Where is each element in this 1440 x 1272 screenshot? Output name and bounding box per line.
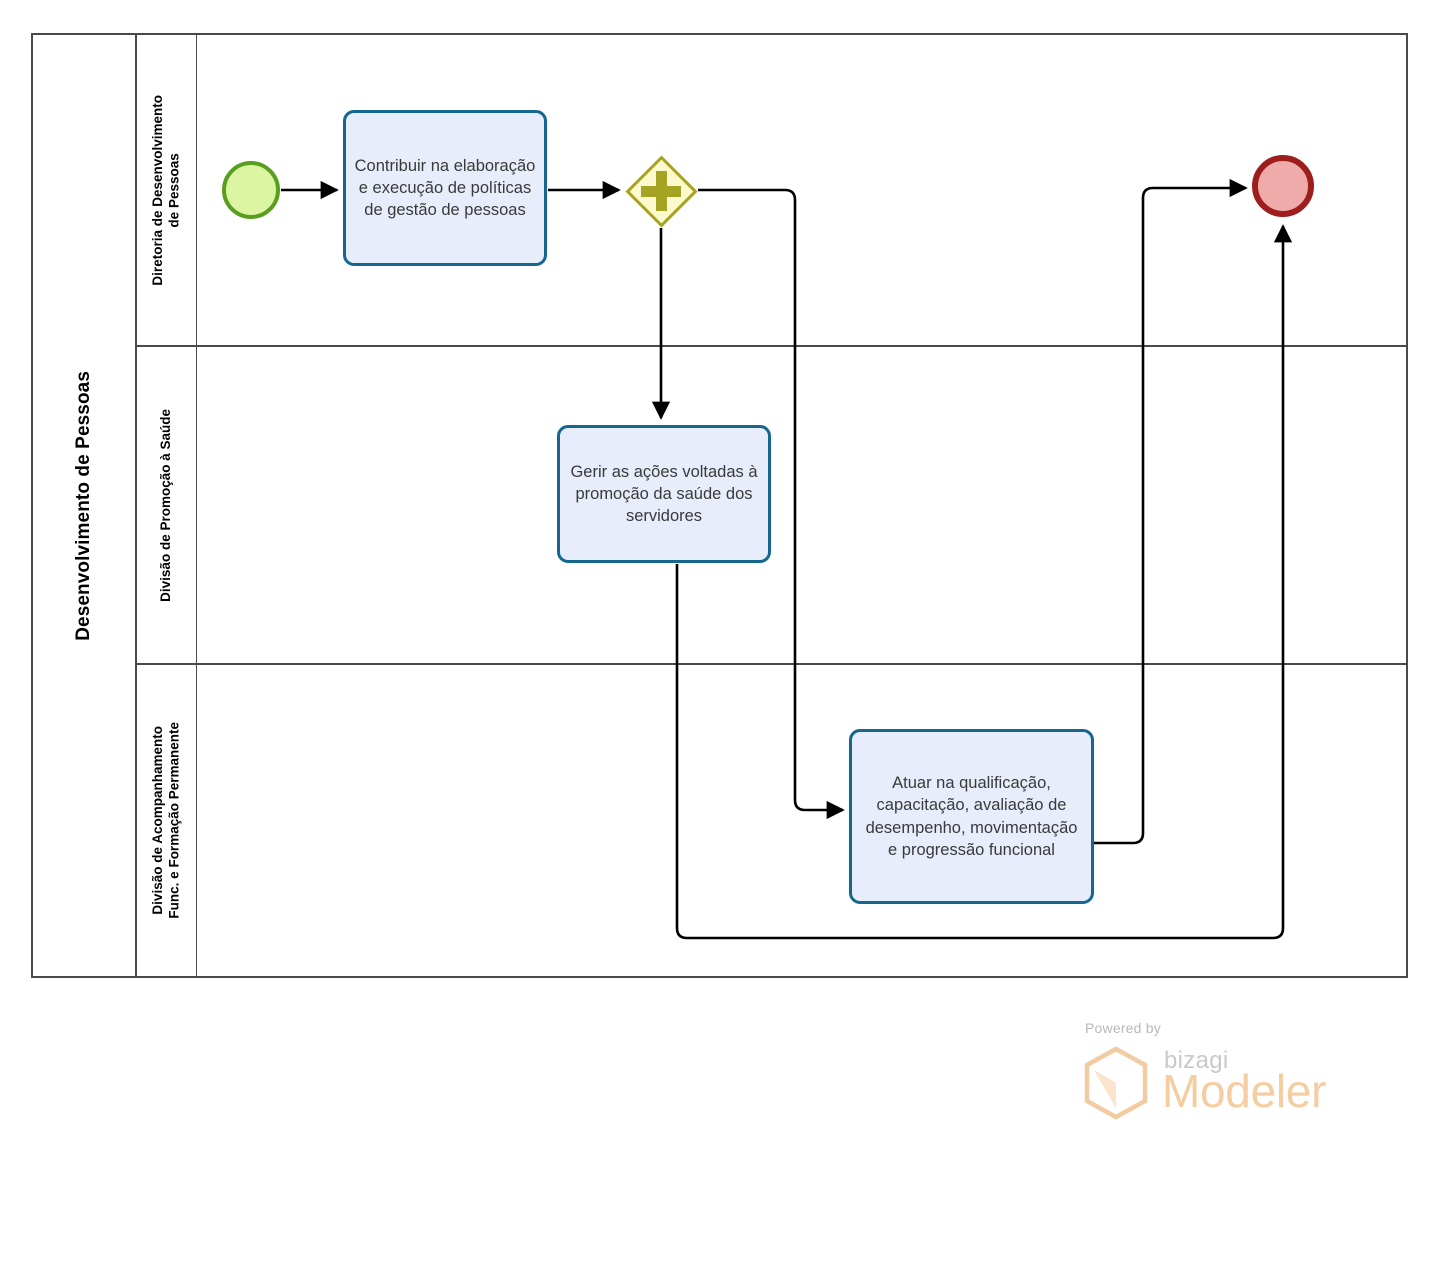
- lane-header-diretoria: Diretoria de Desenvolvimento de Pessoas: [137, 35, 197, 345]
- lane-divisao-de-promocao-a-saude[interactable]: Divisão de Promoção à Saúde: [137, 345, 1408, 663]
- task-label: Atuar na qualificação, capacitação, aval…: [865, 774, 1078, 859]
- watermark-product-text: Modeler: [1162, 1065, 1327, 1117]
- pool-header: Desenvolvimento de Pessoas: [33, 35, 137, 976]
- lane-label-diretoria: Diretoria de Desenvolvimento de Pessoas: [150, 94, 182, 286]
- bizagi-hexagon-logo-icon: [1084, 1046, 1148, 1120]
- lane-label-acompanhamento: Divisão de Acompanhamento Func. e Formaç…: [150, 722, 182, 919]
- lane-diretoria-de-desenvolvimento-de-pessoas[interactable]: Diretoria de Desenvolvimento de Pessoas: [137, 35, 1408, 345]
- task-label: Contribuir na elaboração e execução de p…: [354, 156, 536, 220]
- watermark-brand-text: bizagi: [1164, 1047, 1229, 1074]
- lane-divisao-de-acompanhamento-func-e-formacao-permanente[interactable]: Divisão de Acompanhamento Func. e Formaç…: [137, 663, 1408, 976]
- lane-body-acompanhamento: [197, 665, 1408, 976]
- bizagi-watermark: Powered by bizagi Modeler: [1078, 1020, 1348, 1120]
- task-atuar-qualificacao[interactable]: Atuar na qualificação, capacitação, aval…: [849, 729, 1094, 904]
- task-label: Gerir as ações voltadas à promoção da sa…: [570, 462, 758, 526]
- task-contribuir-politicas[interactable]: Contribuir na elaboração e execução de p…: [343, 110, 547, 266]
- lane-header-promocao-saude: Divisão de Promoção à Saúde: [137, 347, 197, 663]
- start-event[interactable]: [222, 161, 280, 219]
- parallel-gateway[interactable]: [624, 154, 698, 228]
- lane-body-promocao-saude: [197, 347, 1408, 663]
- pool-title: Desenvolvimento de Pessoas: [73, 370, 94, 641]
- task-gerir-acoes-saude[interactable]: Gerir as ações voltadas à promoção da sa…: [557, 425, 771, 563]
- lane-label-promocao-saude: Divisão de Promoção à Saúde: [158, 408, 174, 602]
- watermark-powered-by-text: Powered by: [1085, 1020, 1161, 1036]
- lane-header-acompanhamento: Divisão de Acompanhamento Func. e Formaç…: [137, 665, 197, 976]
- plus-icon-vertical-bar: [655, 171, 667, 211]
- end-event[interactable]: [1252, 155, 1314, 217]
